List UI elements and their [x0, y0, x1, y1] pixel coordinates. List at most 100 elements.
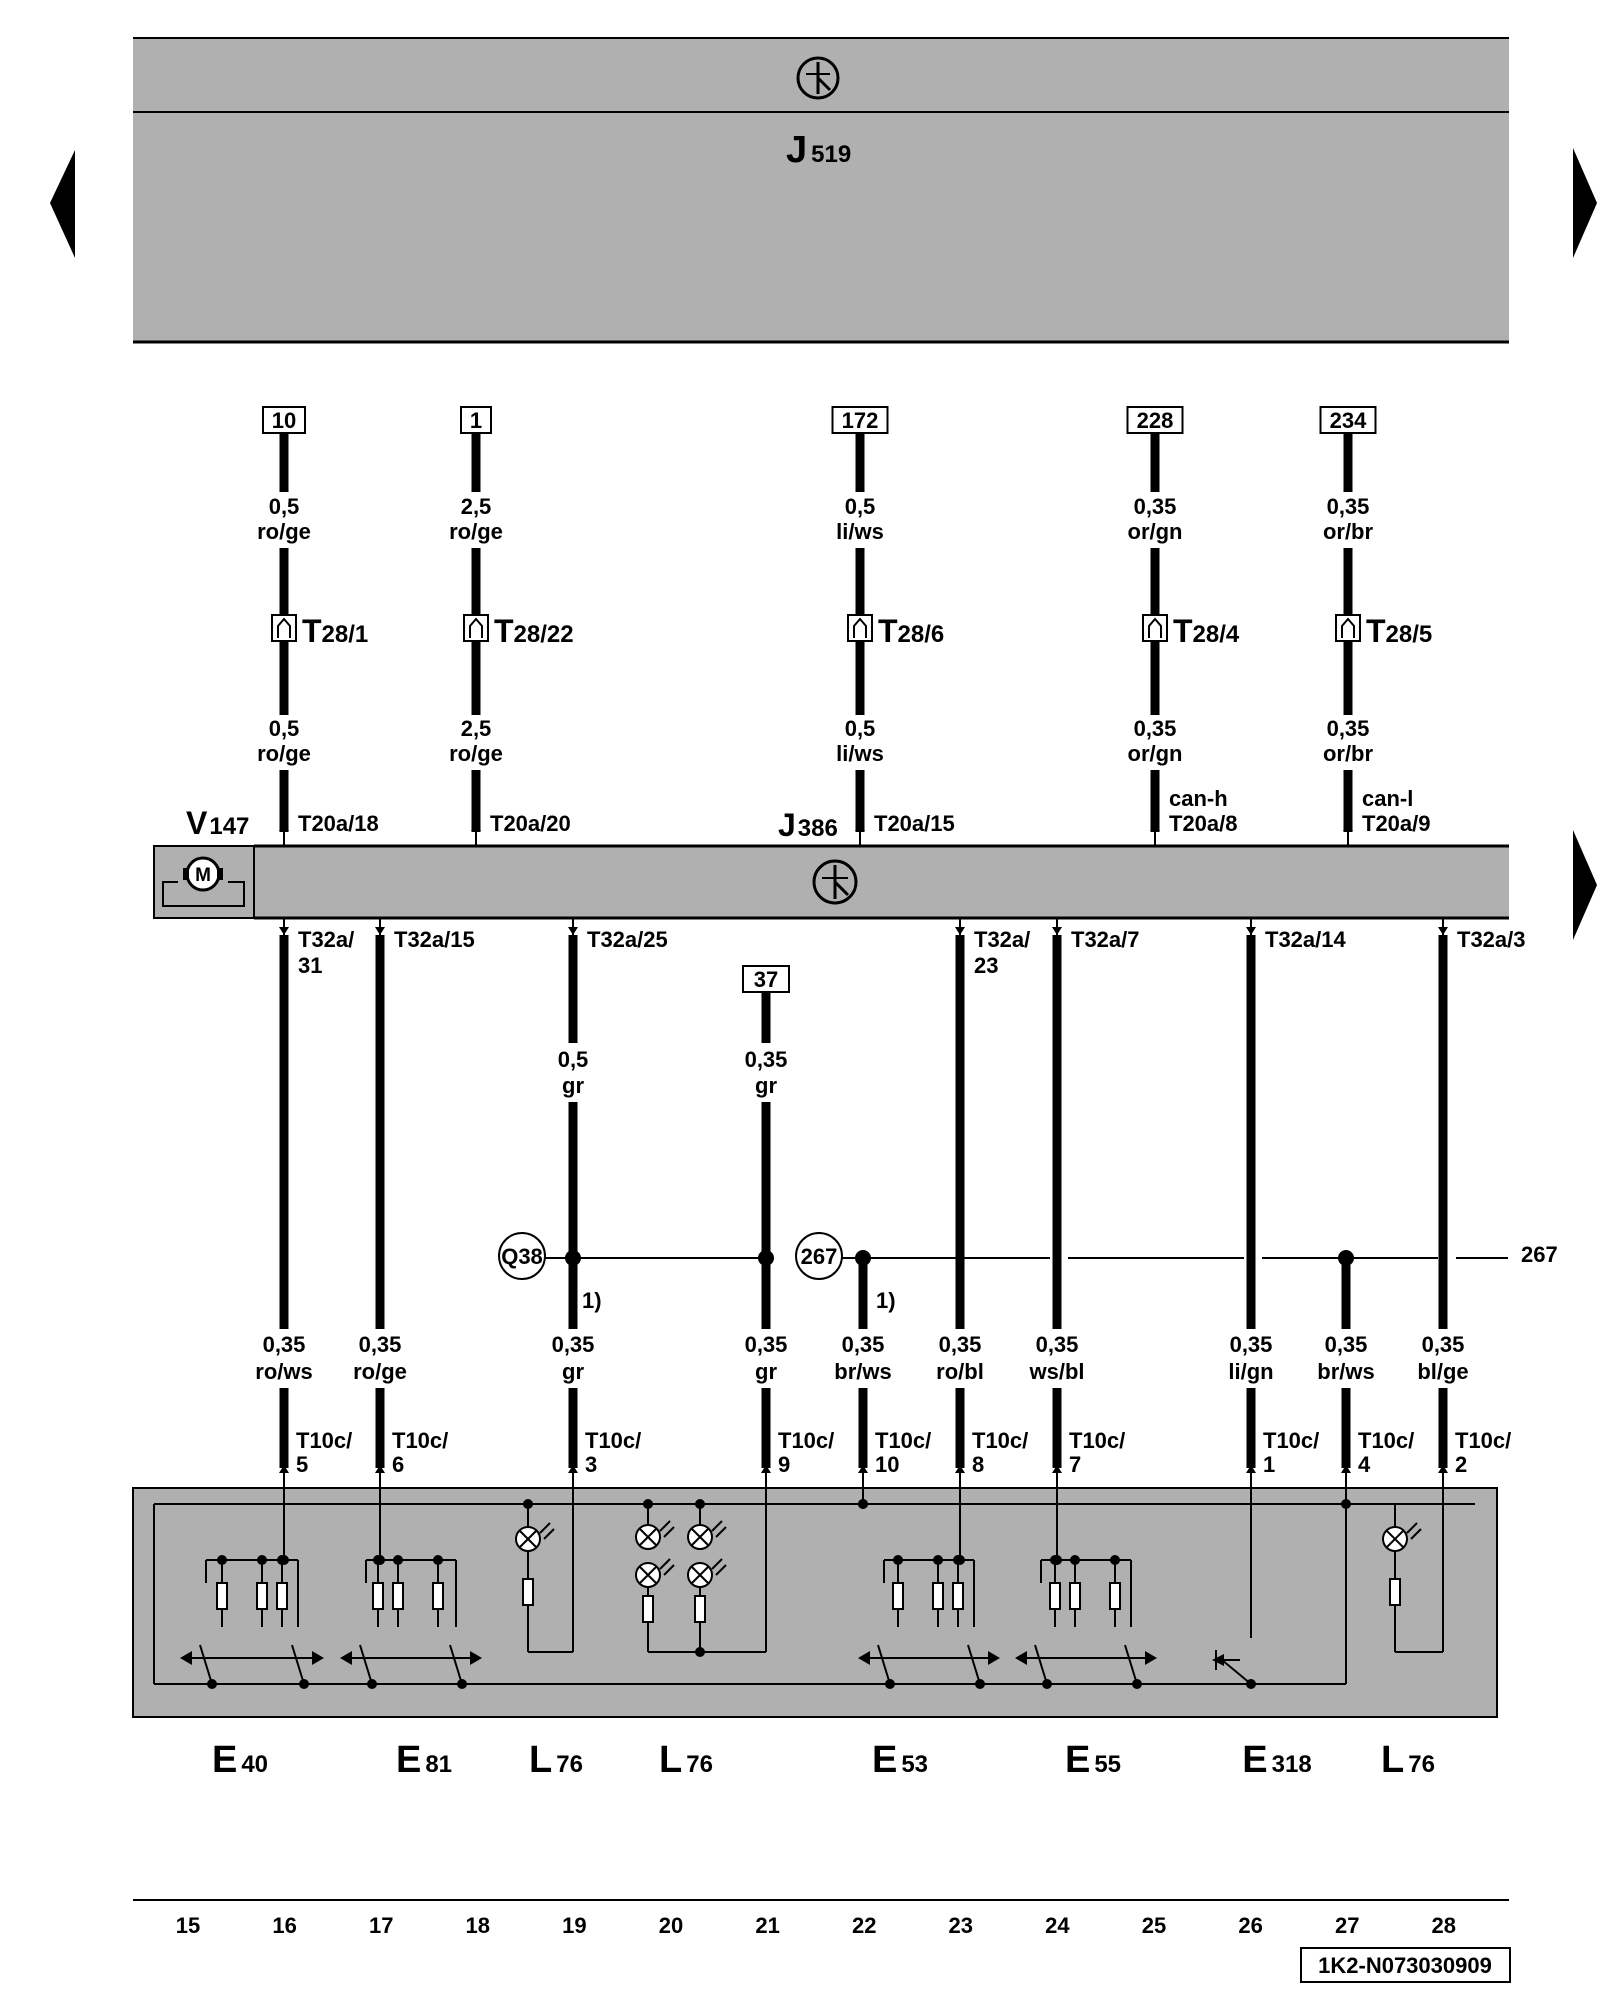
wire-size: 0,35: [552, 1332, 595, 1357]
wire-color: ro/ge: [353, 1359, 407, 1384]
plug-pin-label: 5: [296, 1452, 308, 1477]
plug-pin-label: 1: [1263, 1452, 1275, 1477]
pin-label: 31: [298, 953, 322, 978]
track-number: 20: [659, 1913, 683, 1938]
wire-color: ro/ws: [255, 1359, 312, 1384]
switch-panel: [132, 1487, 1498, 1718]
wire-color: or/gn: [1128, 741, 1183, 766]
plug-pin-label: 4: [1358, 1452, 1371, 1477]
wire-size: 0,35: [745, 1047, 788, 1072]
junction-q38-label: Q38: [501, 1244, 543, 1269]
junction-267-marker: [795, 1232, 843, 1280]
wire-size: 0,35: [1422, 1332, 1465, 1357]
reference-box: [831, 406, 889, 434]
wire-size: 0,35: [1134, 716, 1177, 741]
wire-color: gr: [562, 1073, 584, 1098]
wire-size: 0,5: [269, 716, 300, 741]
track-number: 15: [176, 1913, 200, 1938]
plug-pin-label: T10c/: [1263, 1428, 1319, 1453]
bottom-wire-group: T32a/310,35ro/wsT10c/5T32a/150,35ro/geT1…: [255, 918, 1526, 1488]
track-number: 23: [949, 1913, 973, 1938]
reference-number: 1: [470, 408, 482, 433]
wire-size: 0,5: [845, 494, 876, 519]
plug-pin-label: 9: [778, 1452, 790, 1477]
wire-size: 0,35: [842, 1332, 885, 1357]
pin-label: T32a/25: [587, 927, 668, 952]
plug-connector-icon: [847, 614, 873, 642]
lamp-icon: [635, 1520, 675, 1550]
wire-size: 2,5: [461, 494, 492, 519]
plug-connector-icon: [463, 614, 489, 642]
triangle-left-icon[interactable]: [50, 150, 75, 258]
reference-number: 10: [272, 408, 296, 433]
wire-size: 0,35: [1230, 1332, 1273, 1357]
plug-pin-label: T10c/: [875, 1428, 931, 1453]
track-number: 21: [755, 1913, 779, 1938]
plug-pin-label: T10c/: [296, 1428, 352, 1453]
reference-number: 228: [1137, 408, 1174, 433]
track-number: 27: [1335, 1913, 1359, 1938]
wire-size: 0,5: [558, 1047, 589, 1072]
wire-size: 2,5: [461, 716, 492, 741]
motor-icon: M: [162, 856, 245, 907]
triangle-right-icon[interactable]: [1573, 830, 1597, 940]
connector-label: T28/5: [1366, 613, 1432, 649]
plug-connector-icon: [271, 614, 297, 642]
pin-label: T20a/18: [298, 811, 379, 836]
track-number: 25: [1142, 1913, 1166, 1938]
wire-size: 0,5: [269, 494, 300, 519]
wire-color: li/ws: [836, 741, 884, 766]
ecu-control-unit-icon: [812, 859, 858, 905]
junction-267-right-label: 267: [1521, 1242, 1558, 1267]
reference-number: 234: [1330, 408, 1367, 433]
plug-pin-label: 8: [972, 1452, 984, 1477]
wire-color: gr: [755, 1073, 777, 1098]
wire-color: or/br: [1323, 741, 1374, 766]
wire-color: ro/ge: [449, 741, 503, 766]
connector-label: T28/22: [494, 613, 574, 649]
wire-size: 0,35: [939, 1332, 982, 1357]
junction-267-label: 267: [801, 1244, 838, 1269]
track-number: 18: [466, 1913, 490, 1938]
triangle-right-icon[interactable]: [1573, 148, 1597, 258]
pin-label: T20a/15: [874, 811, 955, 836]
control-unit-label: J386: [778, 807, 838, 843]
junction-q38-marker: [498, 1232, 546, 1280]
wire-size: 0,5: [845, 716, 876, 741]
wire-color: gr: [755, 1359, 777, 1384]
plug-pin-label: 2: [1455, 1452, 1467, 1477]
plug-pin-label: T10c/: [392, 1428, 448, 1453]
reference-number: 172: [842, 408, 879, 433]
wire-size: 0,35: [1325, 1332, 1368, 1357]
pin-label: T20a/9: [1362, 811, 1431, 836]
plug-pin-label: T10c/: [972, 1428, 1028, 1453]
connector-label: T28/6: [878, 613, 944, 649]
wire-color: or/gn: [1128, 519, 1183, 544]
pin-label: T20a/8: [1169, 811, 1238, 836]
wire-color: ro/ge: [449, 519, 503, 544]
track-number: 17: [369, 1913, 393, 1938]
track-number: 26: [1238, 1913, 1262, 1938]
ecu-control-unit-icon: [796, 56, 840, 100]
wire-color: bl/ge: [1417, 1359, 1468, 1384]
top-wire-group: 100,5ro/geT28/10,5ro/geT20a/1812,5ro/geT…: [257, 406, 1432, 846]
plug-pin-label: T10c/: [778, 1428, 834, 1453]
wire-color: or/br: [1323, 519, 1374, 544]
junction-bus: Q38 267 267 1) 1): [498, 1232, 1558, 1313]
